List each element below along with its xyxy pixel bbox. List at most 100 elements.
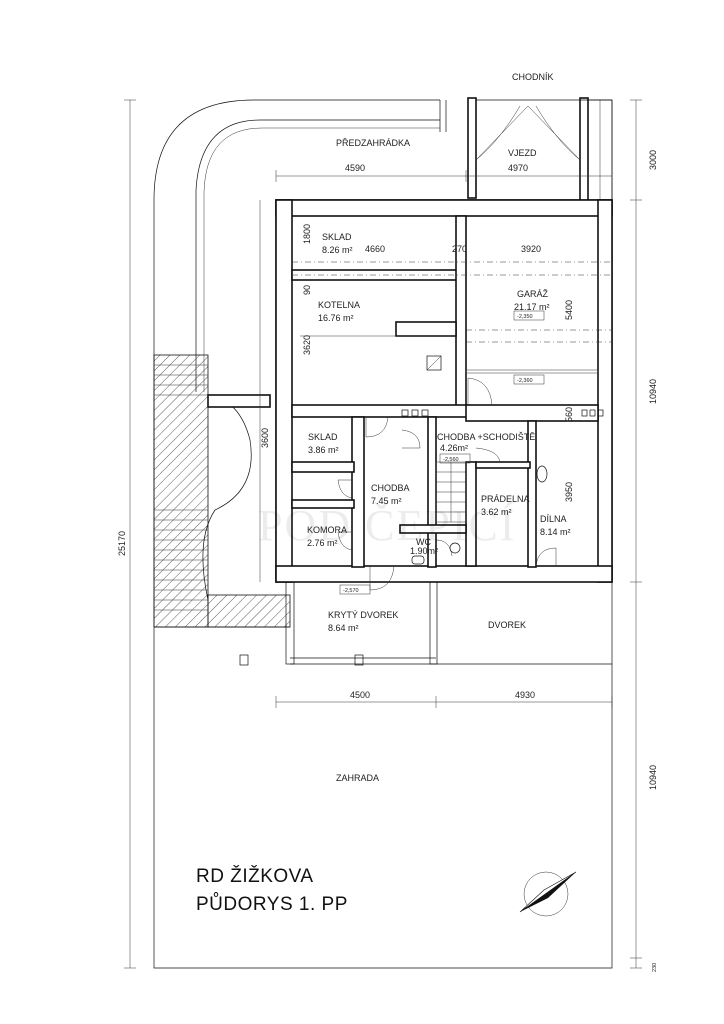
gate-leaf-right: [527, 105, 581, 161]
room-area-kryty-dvorek: 8.64 m²: [328, 623, 359, 633]
dim-right-middle: 10940: [648, 379, 658, 404]
level-garaz-b: -2,360: [517, 378, 533, 384]
boiler: [426, 355, 442, 371]
wc-sink: [449, 542, 461, 554]
plan-title: RD ŽIŽKOVA: [196, 866, 314, 887]
level-dvorek: -2,570: [343, 588, 359, 594]
wall-komora-north: [291, 499, 355, 509]
gate-pillar-right: [579, 97, 589, 203]
wall-garaz-south: [465, 404, 599, 422]
room-area-dilna: 8.14 m²: [540, 527, 571, 537]
dim-dilna-h: 3950: [564, 482, 574, 502]
area-dvorek: DVOREK: [488, 620, 526, 630]
garage-sill: [465, 369, 599, 374]
room-name-komora: KOMORA: [307, 525, 347, 535]
dvorek-post-mid: [429, 581, 438, 665]
room-area-kotelna: 16.76 m²: [318, 313, 354, 323]
dilna-sink: [536, 465, 548, 483]
room-name-kryty-dvorek: KRYTÝ DVOREK: [328, 610, 398, 620]
wall-sklad2-east: [351, 416, 365, 568]
room-name-sklad1: SKLAD: [322, 232, 352, 242]
room-name-chodba-schodiste: CHODBA +SCHODIŠTĚ: [437, 432, 535, 442]
wall-pradelna-north: [475, 461, 531, 469]
dvorek-small-2: [354, 654, 364, 666]
dim-sklad-h: 1800: [302, 224, 312, 244]
wall-north: [275, 199, 613, 217]
room-name-chodba: CHODBA: [371, 483, 410, 493]
door-arc-wc: [435, 539, 453, 557]
room-name-garaz: GARÁŽ: [517, 289, 549, 299]
watermark: POD ČEPICÍ: [258, 501, 517, 550]
dim-top-left: 4590: [345, 163, 365, 173]
garage-door-arc: [467, 377, 493, 406]
dim-left-h: 3600: [260, 428, 270, 448]
hatched-stair-block: [153, 354, 209, 628]
room-area-chodba-schodiste: 4.26m²: [440, 443, 468, 453]
dvorek-small-1: [239, 654, 249, 666]
wc-toilet: [411, 555, 425, 565]
door-arc-pradelna: [475, 447, 501, 463]
wall-kotelna-south: [291, 404, 469, 418]
level-box-garaz-b: [513, 374, 545, 385]
area-vjezd: VJEZD: [508, 148, 537, 158]
dim-bottom-left: 4500: [350, 690, 370, 700]
door-arc-chodba: [401, 429, 421, 449]
ramp-wall: [207, 394, 271, 408]
site-boundary: [153, 99, 613, 969]
room-name-pradelna: PRÁDELNA: [481, 494, 530, 504]
ramp-curve: [202, 394, 252, 601]
dim-total-left: 25170: [117, 531, 127, 556]
room-area-wc: 1.90m²: [410, 546, 438, 556]
boiler-diag: [426, 355, 442, 371]
wall-east: [597, 199, 613, 583]
dim-kotelna-a: 90: [302, 285, 312, 295]
predzahradka-boundary: [195, 119, 440, 392]
wall-wc-north: [399, 524, 467, 534]
wall-south: [275, 565, 613, 583]
room-area-sklad1: 8.26 m²: [322, 245, 353, 255]
dim-sklad-w: 4660: [365, 244, 385, 254]
dim-bottom-right: 4930: [515, 690, 535, 700]
dim-top-vertical: 3000: [648, 150, 658, 170]
predzahradka-boundary-inner: [203, 127, 440, 392]
dim-right-lower: 10940: [648, 765, 658, 790]
door-arc-sklad2: [337, 479, 353, 499]
room-area-komora: 2.76 m²: [307, 538, 338, 548]
kotelna-chimney: [395, 321, 457, 337]
level-schodiste: -2,560: [443, 457, 459, 463]
level-box-dvorek: [339, 584, 371, 595]
ramp-wall-2: [207, 594, 291, 628]
door-arc-komora: [337, 531, 353, 551]
north-arrow: [519, 871, 577, 917]
gate-leaf-left: [475, 105, 529, 161]
dim-kotelna-h: 3620: [302, 335, 312, 355]
room-name-sklad2: SKLAD: [308, 432, 338, 442]
dim-top-right: 4970: [508, 163, 528, 173]
room-area-garaz: 21.17 m²: [514, 302, 550, 312]
room-area-pradelna: 3.62 m²: [481, 507, 512, 517]
gate-arc-right: [535, 105, 581, 161]
area-predzahradka: PŘEDZAHRÁDKA: [336, 138, 410, 148]
exterior-stair: [154, 364, 208, 611]
wall-dilna-west: [527, 420, 537, 568]
level-box-garaz-a: [513, 310, 545, 321]
gate-pillar-left: [467, 97, 477, 199]
room-area-chodba: 7.45 m²: [371, 496, 402, 506]
vent-symbols: [401, 409, 604, 417]
dimension-lines: [124, 99, 642, 969]
wall-sklad2-south: [291, 461, 355, 473]
room-name-kotelna: KOTELNA: [318, 300, 360, 310]
dim-gap-h: 560: [564, 407, 574, 422]
level-box-schodiste: [439, 453, 471, 464]
area-zahrada: ZAHRADA: [336, 773, 379, 783]
door-arc-kotelna: [365, 416, 389, 438]
dim-garaz-h: 5400: [564, 300, 574, 320]
room-name-dilna: DÍLNA: [540, 514, 567, 524]
room-area-sklad2: 3.86 m²: [308, 445, 339, 455]
room-name-wc: WC: [416, 537, 431, 547]
dim-garaz-w: 3920: [521, 244, 541, 254]
dim-bottom-small: 230: [652, 963, 658, 972]
area-chodnik: CHODNÍK: [512, 72, 554, 82]
dim-partition: 270: [452, 244, 467, 254]
